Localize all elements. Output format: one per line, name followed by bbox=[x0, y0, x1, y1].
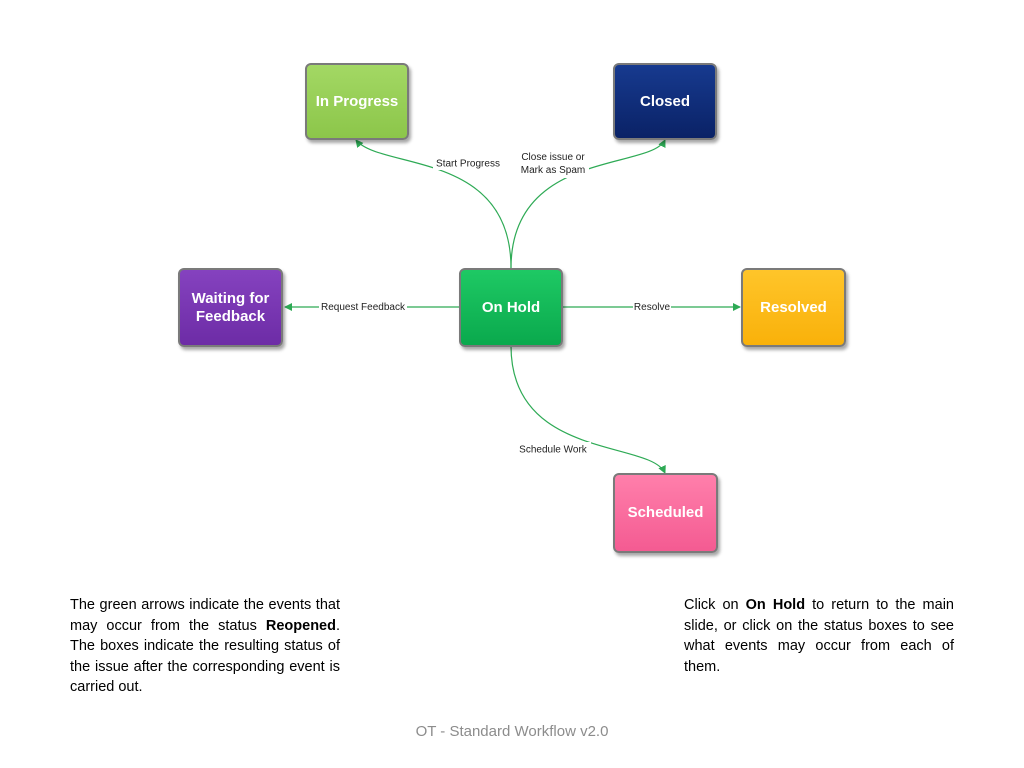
status-box-closed[interactable]: Closed bbox=[613, 63, 717, 140]
arrow-schedule-work bbox=[510, 345, 666, 474]
status-box-waiting-for-feedback[interactable]: Waiting for Feedback bbox=[178, 268, 283, 347]
arrow-start-progress bbox=[355, 139, 512, 269]
note-right-bold: On Hold bbox=[745, 597, 806, 613]
edge-label-request-feedback: Request Feedback bbox=[321, 302, 406, 313]
status-box-resolved[interactable]: Resolved bbox=[741, 268, 846, 347]
edge-label-resolve: Resolve bbox=[634, 302, 671, 313]
edge-label-start-progress: Start Progress bbox=[436, 159, 500, 170]
note-left: The green arrows indicate the events tha… bbox=[70, 595, 340, 698]
note-left-bold: Reopened bbox=[265, 617, 336, 634]
note-left-text-1: The green arrows indicate the events tha… bbox=[70, 597, 340, 634]
footer-title: OT - Standard Workflow v2.0 bbox=[415, 723, 609, 740]
edge-label-close-issue: Close issue or bbox=[521, 152, 585, 163]
status-box-on-hold[interactable]: On Hold bbox=[459, 268, 563, 347]
note-right-text-1: Click on bbox=[684, 597, 746, 613]
status-box-in-progress[interactable]: In Progress bbox=[305, 63, 409, 140]
note-right-text-2: to return to the main slide, or click on… bbox=[684, 597, 954, 675]
status-box-scheduled[interactable]: Scheduled bbox=[613, 473, 718, 553]
edge-label-mark-spam: Mark as Spam bbox=[521, 165, 585, 176]
edge-label-schedule-work: Schedule Work bbox=[519, 445, 588, 456]
note-left-text-2: . The boxes indicate the resulting statu… bbox=[70, 617, 340, 696]
note-right: Click on On Hold to return to the main s… bbox=[684, 595, 954, 677]
